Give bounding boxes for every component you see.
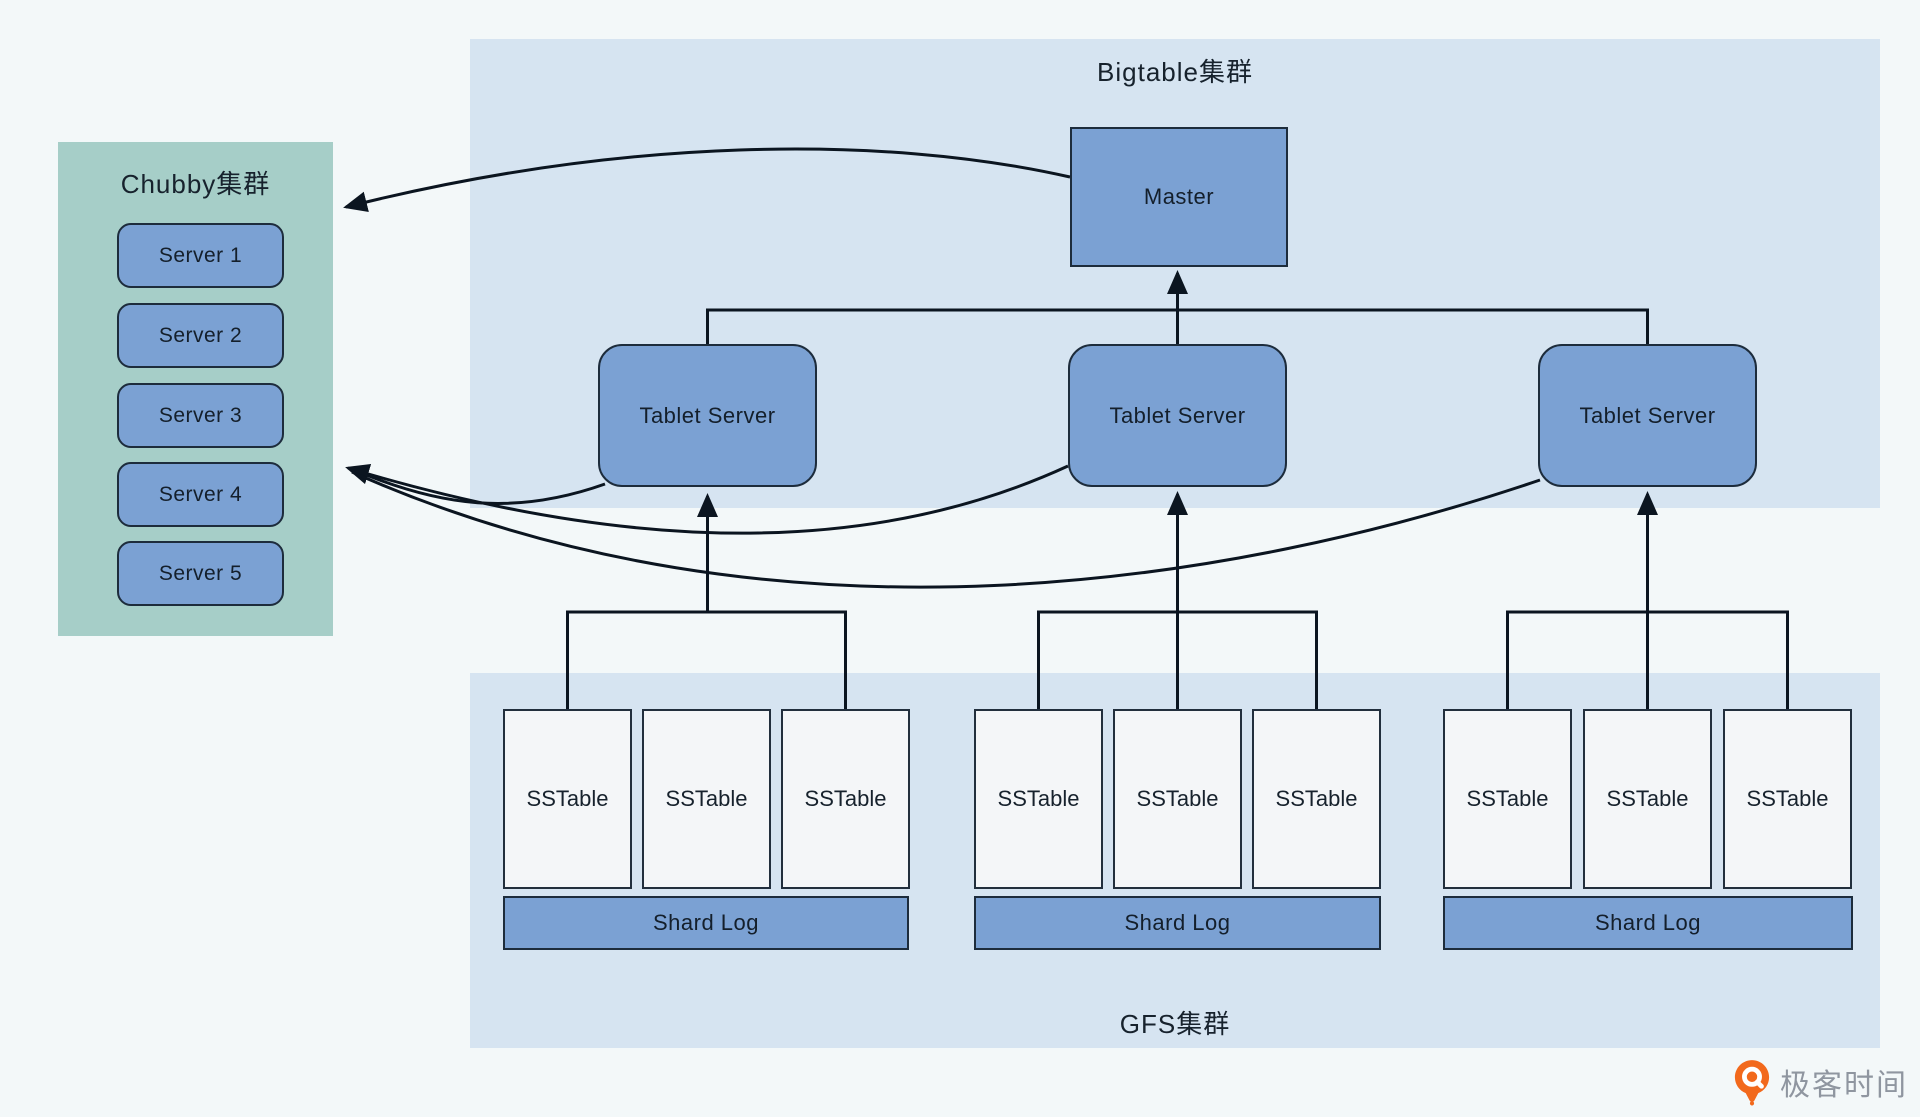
sstable-label: SSTable — [1746, 786, 1829, 811]
sstable-group3-2: SSTable — [1583, 709, 1712, 889]
sstable-label: SSTable — [1466, 786, 1549, 811]
sstable-group1-3: SSTable — [781, 709, 910, 889]
sstable-label: SSTable — [665, 786, 748, 811]
gfs-cluster-title: GFS集群 — [1119, 1009, 1231, 1039]
sstable-label: SSTable — [804, 786, 887, 811]
master-node: Master — [1070, 127, 1288, 267]
geektime-watermark: 极客时间 — [1733, 1058, 1908, 1106]
chubby-cluster-title: Chubby集群 — [120, 169, 271, 199]
chubby-server-3-label: Server 3 — [158, 403, 243, 427]
tablet-server-1-node: Tablet Server — [598, 344, 817, 487]
shard-log-group3: Shard Log — [1443, 896, 1853, 950]
sstable-group3-3: SSTable — [1723, 709, 1852, 889]
sstable-label: SSTable — [526, 786, 609, 811]
chubby-server-2-label: Server 2 — [158, 323, 243, 347]
sstable-label: SSTable — [1136, 786, 1219, 811]
tablet-server-1-label: Tablet Server — [639, 402, 776, 428]
chubby-server-5-node: Server 5 — [117, 541, 284, 606]
shard-log-label: Shard Log — [1594, 910, 1702, 935]
tablet-server-2-node: Tablet Server — [1068, 344, 1287, 487]
chubby-server-1-label: Server 1 — [158, 243, 243, 267]
chubby-server-3-node: Server 3 — [117, 383, 284, 448]
chubby-server-1-node: Server 1 — [117, 223, 284, 288]
chubby-server-2-node: Server 2 — [117, 303, 284, 368]
sstable-group2-3: SSTable — [1252, 709, 1381, 889]
geektime-brand-text: 极客时间 — [1780, 1069, 1908, 1102]
shard-log-label: Shard Log — [652, 910, 760, 935]
tablet-server-3-node: Tablet Server — [1538, 344, 1757, 487]
sstable-group1-2: SSTable — [642, 709, 771, 889]
sstable-group2-1: SSTable — [974, 709, 1103, 889]
shard-log-group2: Shard Log — [974, 896, 1381, 950]
sstable-label: SSTable — [997, 786, 1080, 811]
shard-log-label: Shard Log — [1124, 910, 1231, 935]
tablet-server-3-label: Tablet Server — [1579, 402, 1716, 428]
geektime-logo-icon — [1734, 1060, 1770, 1106]
chubby-server-4-node: Server 4 — [117, 462, 284, 527]
sstable-group2-2: SSTable — [1113, 709, 1242, 889]
chubby-server-4-label: Server 4 — [158, 482, 243, 506]
sstable-label: SSTable — [1275, 786, 1358, 811]
sstable-label: SSTable — [1606, 786, 1689, 811]
bigtable-cluster-title: Bigtable集群 — [1097, 57, 1253, 87]
chubby-server-5-label: Server 5 — [158, 561, 243, 585]
tablet-server-2-label: Tablet Server — [1109, 402, 1246, 428]
sstable-group1-1: SSTable — [503, 709, 632, 889]
sstable-group3-1: SSTable — [1443, 709, 1572, 889]
shard-log-group1: Shard Log — [503, 896, 909, 950]
master-label: Master — [1143, 184, 1215, 209]
